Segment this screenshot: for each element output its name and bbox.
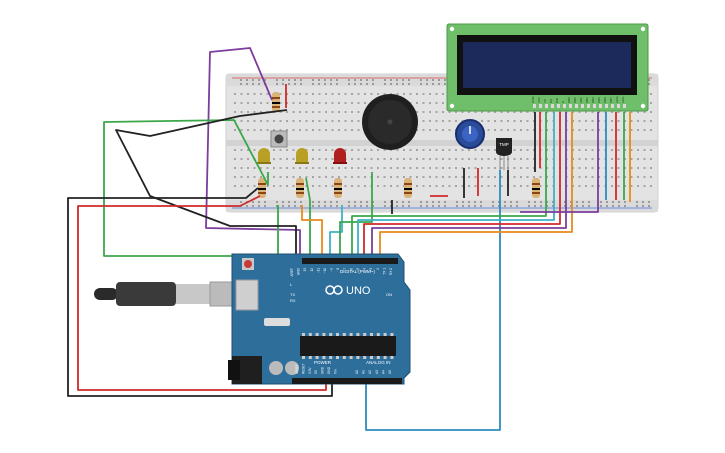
digital-label: DIGITAL (PWM~) [340,269,375,274]
wire-green-lcd-rs [351,112,547,258]
lcd-pin-label: DB7 [609,97,613,103]
power-pin-label: Vin [333,369,337,374]
power-pin-label: GND [327,366,331,374]
digital-pin-label: ~10 [323,268,327,274]
lcd-pin-label: DB5 [597,97,601,103]
digital-pin-label: 13 [303,268,307,272]
wire-blue-temp [365,170,501,431]
digital-pin-label: ~11 [316,268,320,273]
l-label: L [290,282,293,287]
potentiometer [455,119,485,149]
lcd-pin-label: DB2 [579,97,583,103]
rx-label: RX [290,298,296,303]
piezo-buzzer [362,94,418,150]
digital-pin-label: ~6 [349,268,353,272]
microcontroller-pins [302,333,394,359]
digital-pin-label: ~3 [369,268,373,272]
arduino-logo-text: UNO [346,285,371,297]
temperature-sensor: TMP [496,138,512,170]
wire-teal-pin [329,205,343,258]
power-pin-label: GND [321,366,325,374]
power-pin-label: 3.3V [308,367,312,374]
wire-orange-pin [301,205,323,258]
pushbutton [270,130,288,148]
tx-label: TX [290,292,295,297]
wire-purple-lcd-d7 [520,112,599,213]
wires [67,47,631,431]
digital-pin-label: AREF [290,268,294,277]
led-red [333,148,347,164]
lcd-pin-label: DB3 [585,97,589,103]
resistor-3 [334,178,342,198]
wire-purple-lcd-d5 [371,112,567,258]
lcd-pin-label: VCC [537,96,541,103]
analog-label: ANALOG IN [366,360,391,365]
wire-purple-top [205,47,301,258]
digital-pin-label: GND [297,267,301,275]
digital-pin-label: 8 [336,268,340,270]
resistor-4 [404,178,412,198]
wire-green-pin [305,177,311,258]
analog-pin-label: A0 [355,370,359,374]
lcd-pin-label: GND [531,96,535,104]
lcd-pin-label: RW [555,98,559,103]
lcd-pin-label: V0 [543,99,547,103]
lcd-pin-label: LED- [621,96,625,103]
analog-pin-label: A3 [375,370,379,374]
wire-orange-lcd-d6 [379,112,573,258]
wire-black-outer [67,187,333,397]
sensor-label: TMP [499,142,509,147]
arduino-infinity-logo [325,285,343,295]
digital-pin-label: RX 0 [389,268,393,275]
lcd-pin-label: DB0 [567,97,571,103]
wire-teal-lcd-e [357,112,555,258]
resistor-6 [272,92,280,112]
usb-cable [94,281,235,307]
lcd-pin-label: DB4 [591,97,595,103]
wire-green-buzzer [339,172,373,258]
resistor-1 [258,178,266,198]
digital-pin-label: ~9 [330,268,334,272]
resistor-5 [532,178,540,198]
lcd-pin-label: LED+ [615,95,619,103]
wire-red-outer [77,195,327,391]
digital-pin-label: ~5 [356,268,360,272]
analog-pin-label: A5 [388,370,392,374]
arduino-uno: UNO DIGITAL (PWM~) POWER ANALOG IN ON TX… [228,253,411,385]
wire-black-left [115,109,297,258]
power-pin-label: IOREF [295,364,299,374]
on-label: ON [386,292,392,297]
led-yellow-1 [257,148,271,164]
power-pin-label: 5V [314,369,318,374]
lcd-pin-label: DB1 [573,97,577,103]
analog-pin-label: A4 [381,370,385,374]
digital-pin-label: 4 [363,268,367,270]
digital-pin-label: 7 [343,268,347,270]
digital-pin-label: TX 1 [382,268,386,275]
digital-pin-label: 12 [310,268,314,272]
resistors [258,92,540,198]
power-label: POWER [314,360,332,365]
lcd-pin-label: DB6 [603,97,607,103]
power-pin-label: RESET [301,363,305,374]
wire-red-lcd-d4 [363,112,561,258]
digital-pin-label: 2 [376,268,380,270]
resistor-2 [296,178,304,198]
lcd-pin-label: RS [549,99,553,103]
analog-pin-label: A2 [368,370,372,374]
analog-pin-label: A1 [362,370,366,374]
lcd-pin-label: E [561,101,565,103]
led-yellow-2 [295,148,309,164]
